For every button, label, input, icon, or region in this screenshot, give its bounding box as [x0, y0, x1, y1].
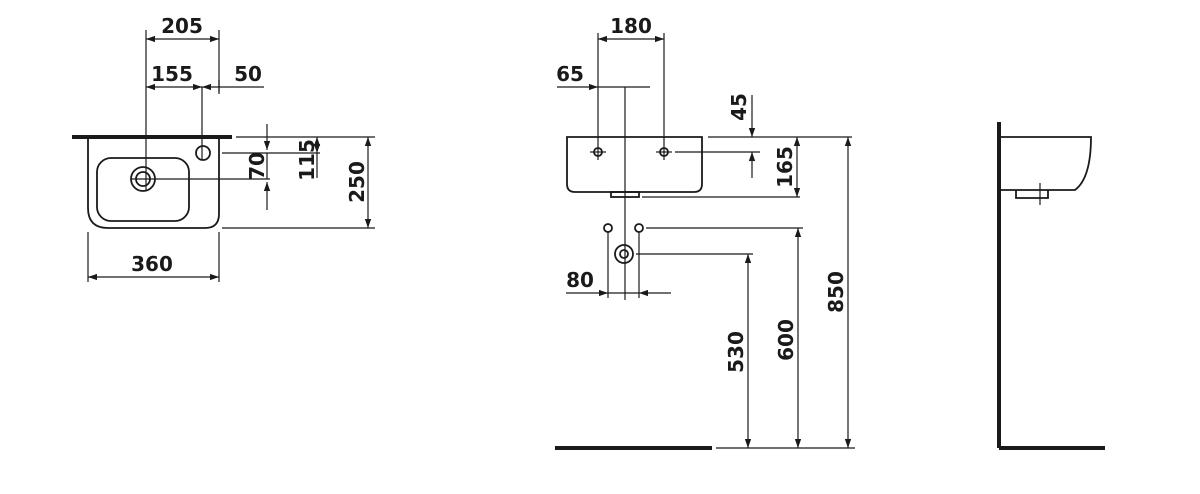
dim-70-label: 70: [245, 152, 269, 180]
dim-250-label: 250: [345, 161, 369, 203]
dim-115-label: 115: [295, 139, 319, 181]
dim-80: 80: [566, 268, 671, 297]
dim-155: 155: [146, 62, 202, 91]
dim-180: 180: [598, 14, 664, 43]
top-view: 205 155 50 70 115 250: [72, 14, 375, 282]
dim-155-label: 155: [151, 62, 193, 86]
dim-600: 600: [774, 228, 802, 448]
dim-65: 65: [556, 62, 650, 91]
dim-850-label: 850: [824, 271, 848, 313]
dim-50-label: 50: [234, 62, 262, 86]
dim-530: 530: [724, 254, 752, 448]
front-view: 180 65 45 165 80 530: [555, 14, 855, 450]
top-view-bowl: [96, 157, 190, 222]
dim-250: 250: [345, 137, 372, 228]
dim-115: 115: [295, 137, 321, 181]
dim-205-label: 205: [161, 14, 203, 38]
dim-45: 45: [727, 93, 756, 178]
dim-180-label: 180: [610, 14, 652, 38]
supply-valve-left-icon: [603, 223, 613, 233]
side-view-waste: [1015, 190, 1049, 199]
side-view: [997, 122, 1105, 450]
dim-165: 165: [773, 137, 801, 197]
dim-45-label: 45: [727, 93, 751, 121]
top-view-basin-outline: [87, 138, 220, 229]
dim-850: 850: [824, 137, 852, 448]
dim-80-label: 80: [566, 268, 594, 292]
dim-360-label: 360: [131, 252, 173, 276]
dim-50: 50: [202, 62, 264, 94]
dim-70: 70: [245, 124, 271, 210]
dim-65-label: 65: [556, 62, 584, 86]
front-view-basin-outline: [566, 136, 703, 193]
waste-outlet-outer-icon: [614, 244, 634, 264]
dim-360: 360: [88, 252, 219, 281]
dim-165-label: 165: [773, 146, 797, 188]
dim-600-label: 600: [774, 319, 798, 361]
side-view-basin-outline: [1001, 136, 1092, 191]
dim-530-label: 530: [724, 331, 748, 373]
waste-outlet-inner-icon: [619, 249, 629, 259]
supply-valve-right-icon: [634, 223, 644, 233]
tap-hole-icon: [195, 145, 211, 161]
dim-205: 205: [146, 14, 219, 43]
